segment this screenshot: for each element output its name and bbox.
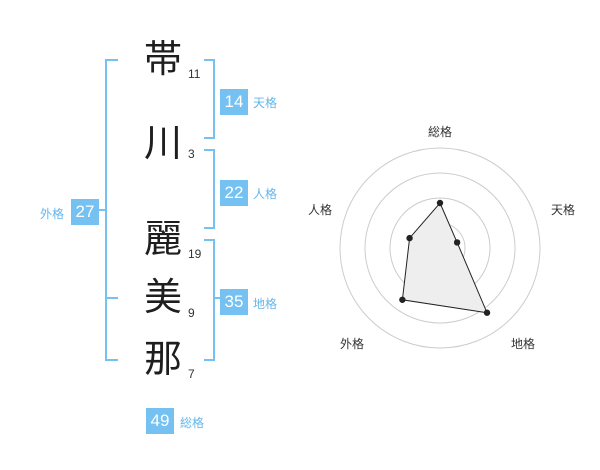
name-char-4: 美 bbox=[143, 275, 182, 319]
gaikaku-value-badge: 27 bbox=[71, 199, 99, 225]
stroke-count-5: 7 bbox=[188, 367, 195, 381]
gaikaku-bracket bbox=[105, 59, 118, 361]
radar-label-gaikaku: 外格 bbox=[340, 337, 365, 351]
tenkaku-label: 天格 bbox=[253, 96, 278, 110]
name-char-5: 那 bbox=[143, 337, 182, 381]
name-char-3: 麗 bbox=[143, 217, 182, 261]
radar-point-gaikaku bbox=[399, 296, 406, 303]
radar-point-chikaku bbox=[483, 309, 491, 316]
radar-chart bbox=[339, 147, 541, 349]
stroke-count-1: 11 bbox=[188, 67, 201, 81]
gaikaku-label: 外格 bbox=[40, 207, 65, 221]
stroke-count-2: 3 bbox=[188, 147, 195, 161]
radar-point-jinkaku bbox=[406, 234, 413, 242]
jinkaku-value-badge: 22 bbox=[220, 180, 248, 206]
soukaku-label: 総格 bbox=[180, 416, 205, 430]
radar-ring-1 bbox=[339, 147, 541, 349]
chikaku-label: 地格 bbox=[253, 297, 278, 311]
chikaku-value-badge: 35 bbox=[220, 289, 248, 315]
stroke-count-4: 9 bbox=[188, 306, 195, 320]
tenkaku-value-badge: 14 bbox=[220, 89, 248, 115]
radar-point-tenkaku bbox=[453, 239, 461, 246]
radar-points bbox=[399, 199, 491, 316]
name-char-2: 川 bbox=[143, 121, 182, 165]
radar-label-tenkaku: 天格 bbox=[551, 203, 576, 217]
soukaku-value-badge: 49 bbox=[146, 408, 174, 434]
radar-point-soukaku bbox=[436, 199, 444, 207]
radar-ring-2 bbox=[364, 172, 516, 324]
radar-label-soukaku: 総格 bbox=[428, 125, 453, 139]
jinkaku-bracket bbox=[204, 149, 215, 229]
radar-label-jinkaku: 人格 bbox=[308, 203, 333, 217]
tenkaku-bracket bbox=[204, 59, 215, 139]
jinkaku-label: 人格 bbox=[253, 187, 278, 201]
chikaku-bracket bbox=[204, 239, 215, 361]
radar-label-chikaku: 地格 bbox=[511, 337, 536, 351]
stroke-count-3: 19 bbox=[188, 247, 202, 261]
name-char-1: 帯 bbox=[143, 37, 182, 81]
radar-shape bbox=[401, 202, 488, 314]
